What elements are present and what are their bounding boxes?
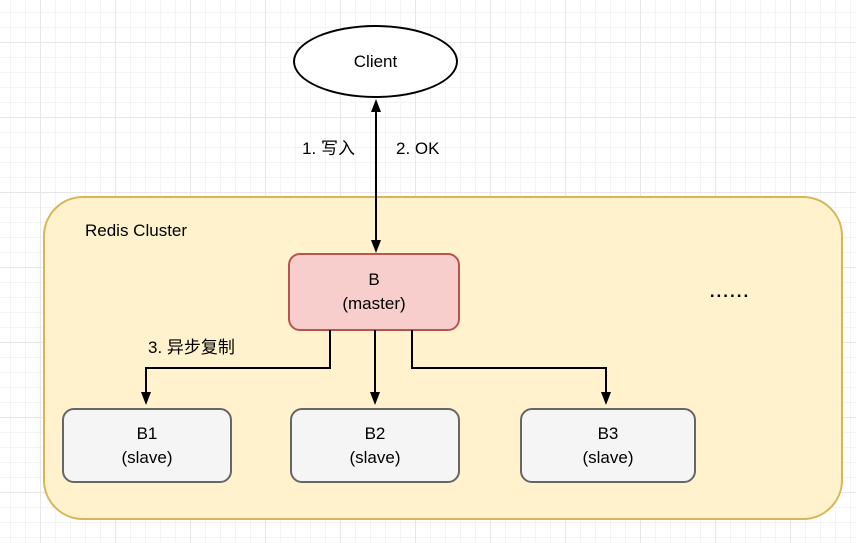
slave-node-b1: B1 (slave) — [62, 408, 232, 483]
master-role: (master) — [342, 294, 406, 313]
master-name: B — [368, 270, 380, 289]
ellipsis-label: ...... — [709, 282, 751, 301]
slave-name: B3 — [597, 423, 619, 443]
slave-role: (slave) — [121, 447, 173, 467]
slave-name: B2 — [364, 423, 386, 443]
slave-node-b2: B2 (slave) — [290, 408, 460, 483]
slave-role: (slave) — [349, 447, 401, 467]
slave-name: B1 — [136, 423, 158, 443]
slave-role: (slave) — [582, 447, 634, 467]
ok-label: 2. OK — [396, 139, 440, 158]
slave-node-b3: B3 (slave) — [520, 408, 696, 483]
client-label: Client — [353, 51, 398, 71]
replicate-label: 3. 异步复制 — [148, 338, 235, 357]
client-node: Client — [293, 25, 458, 98]
master-node-b: B (master) — [288, 253, 460, 331]
redis-cluster-title: Redis Cluster — [85, 221, 188, 240]
write-label: 1. 写入 — [302, 139, 355, 158]
